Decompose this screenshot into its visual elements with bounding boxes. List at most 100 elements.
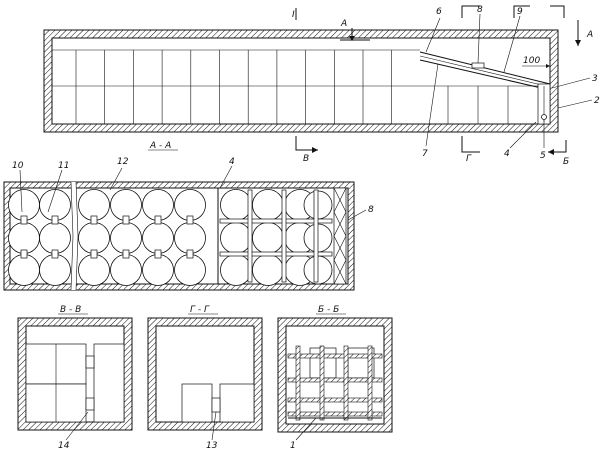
leader-10 <box>19 169 23 213</box>
section-title-gg: Г - Г <box>190 305 210 315</box>
ramp-inner <box>419 55 551 88</box>
shelf-bar <box>219 218 333 224</box>
leader-12 <box>109 167 123 191</box>
leader-7 <box>425 63 439 147</box>
bb-shelf <box>287 353 383 359</box>
roll-middle <box>78 254 110 286</box>
box-gg-2 <box>219 383 255 423</box>
callout-5: 5 <box>540 151 546 161</box>
callout-6: 6 <box>436 7 442 17</box>
bb-shelf <box>287 397 383 403</box>
end-lattice <box>333 187 347 285</box>
roll-right <box>220 189 252 221</box>
roll-right <box>252 189 284 221</box>
spacer-block-8 <box>471 62 485 69</box>
section-gg: Г - Г 13 <box>147 305 263 451</box>
roll-middle <box>110 222 142 254</box>
clip-vv-1 <box>85 355 95 369</box>
roll-right <box>220 222 252 254</box>
section-mark-a-top: А <box>340 19 347 29</box>
callout-11: 11 <box>58 161 69 171</box>
section-v-marker <box>295 136 318 151</box>
roll-spacer <box>20 249 28 259</box>
clip-gg <box>211 397 221 413</box>
roll-left <box>8 222 40 254</box>
section-a-right-arrowhead <box>575 40 581 46</box>
leader-13 <box>211 411 217 441</box>
section-vv: В - В 14 <box>17 305 133 451</box>
roll-middle <box>174 222 206 254</box>
callout-12: 12 <box>117 157 129 167</box>
callout-8: 8 <box>477 5 483 15</box>
leader-3 <box>551 77 591 89</box>
roll-spacer <box>154 249 162 259</box>
section-g-marker <box>461 136 480 153</box>
callout-1: 1 <box>290 441 296 451</box>
roll-left <box>39 254 71 286</box>
roll-spacer <box>122 215 130 225</box>
roll-spacer <box>20 215 28 225</box>
roll-spacer <box>90 215 98 225</box>
leader-14 <box>65 411 89 441</box>
roll-spacer <box>186 215 194 225</box>
roll-spacer <box>90 249 98 259</box>
section-aa-wall <box>3 181 355 291</box>
shelf-bars <box>219 189 333 283</box>
bb-post <box>367 345 373 421</box>
roll-middle <box>110 254 142 286</box>
section-title-bb: Б - Б <box>318 305 339 315</box>
section-title-aa: А - А <box>149 141 171 151</box>
section-mark-a-right: А <box>586 30 593 40</box>
dimension-label: 100 <box>523 56 540 66</box>
leader-11 <box>47 169 63 213</box>
section-bb-wall <box>277 317 393 433</box>
bracket-b-top <box>513 5 530 18</box>
shelf-post <box>247 189 253 283</box>
section-b-marker <box>548 140 567 153</box>
roll-middle <box>174 254 206 286</box>
leader-8 <box>477 13 481 64</box>
container-wall-top <box>43 29 559 133</box>
dimension-arrow <box>546 64 550 68</box>
section-v-arrowhead <box>312 147 318 153</box>
roll-right <box>252 254 284 286</box>
section-aa-break <box>71 182 76 290</box>
roll-right <box>220 254 252 286</box>
box-gg-1 <box>181 383 213 423</box>
longitudinal-view: I А А В Г Б 100 6 8 9 <box>43 5 600 167</box>
section-aa-break-lines <box>70 181 79 291</box>
leader-6 <box>425 17 441 53</box>
leader-4 <box>509 121 537 149</box>
roll-spacer <box>186 249 194 259</box>
box-vv-3 <box>93 343 125 423</box>
section-mark-v: В <box>303 154 309 164</box>
section-mark-g: Г <box>466 154 472 164</box>
callout-10: 10 <box>12 161 24 171</box>
section-mark-i: I <box>292 10 295 20</box>
roll-left <box>39 222 71 254</box>
bracket-g-top <box>461 5 480 18</box>
roll-middle <box>142 222 174 254</box>
bb-post <box>319 345 325 421</box>
bb-shelf <box>287 377 383 383</box>
leader-1 <box>295 417 317 441</box>
roll-middle <box>142 254 174 286</box>
leader-4b <box>219 165 233 189</box>
roll-spacer <box>154 215 162 225</box>
shelf-post <box>313 189 319 283</box>
section-b-arrowhead <box>548 149 554 155</box>
section-title-vv: В - В <box>60 305 81 315</box>
cargo-grid <box>52 49 538 124</box>
roll-middle <box>78 222 110 254</box>
clip-vv-2 <box>85 397 95 411</box>
section-a-arrowhead <box>349 36 355 41</box>
end-frame-roller <box>541 114 547 120</box>
ramp-upper <box>419 51 551 85</box>
section-mark-b: Б <box>563 157 569 167</box>
leader-2 <box>557 99 593 109</box>
callout-7: 7 <box>422 149 428 159</box>
bb-shelf <box>287 411 383 417</box>
callout-2: 2 <box>594 96 600 106</box>
bb-post <box>295 345 301 421</box>
